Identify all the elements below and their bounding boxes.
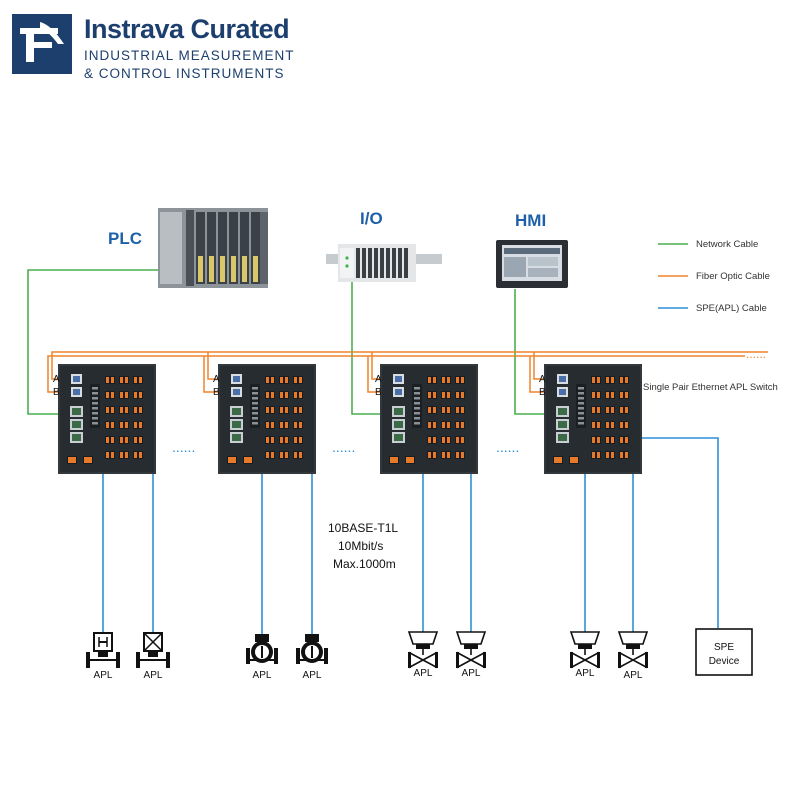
switch-ellipsis-1: ...... xyxy=(172,439,195,455)
switch-label: Single Pair Ethernet APL Switch xyxy=(643,382,778,393)
hmi-label: HMI xyxy=(515,211,546,230)
apl-label: APL xyxy=(414,668,433,679)
apl-field-device: APL xyxy=(246,634,278,681)
apl-label: APL xyxy=(94,670,113,681)
hmi-device xyxy=(496,240,568,288)
apl-field-device: APL xyxy=(296,634,328,681)
apl-label: APL xyxy=(462,668,481,679)
apl-field-device: APL xyxy=(455,631,487,679)
switch-ellipsis-3: ...... xyxy=(496,439,519,455)
spe-device-line-1: SPE xyxy=(714,642,734,653)
spec-line-3: Max.1000m xyxy=(333,557,396,571)
apl-switch: AB xyxy=(213,364,316,474)
io-device xyxy=(326,244,442,282)
spe-device-line-2: Device xyxy=(709,656,740,667)
apl-field-device: APL xyxy=(86,632,120,681)
port-a-label: A xyxy=(53,374,60,385)
apl-field-device: APL xyxy=(569,631,601,679)
plc-device xyxy=(158,208,268,288)
brand-logo: Instrava Curated INDUSTRIAL MEASUREMENT … xyxy=(12,10,312,81)
apl-switch: AB xyxy=(539,364,642,474)
port-b-label: B xyxy=(375,387,382,398)
port-a-label: A xyxy=(213,374,220,385)
port-b-label: B xyxy=(53,387,60,398)
hmi-network-cable xyxy=(514,289,552,415)
apl-label: APL xyxy=(303,670,322,681)
legend-network-label: Network Cable xyxy=(696,239,758,250)
plc-label: PLC xyxy=(108,229,142,248)
apl-label: APL xyxy=(624,670,643,681)
brand-tagline-1: INDUSTRIAL MEASUREMENT xyxy=(84,48,295,63)
apl-switch: AB xyxy=(53,364,156,474)
spe-cables xyxy=(102,437,719,635)
port-a-label: A xyxy=(539,374,546,385)
port-b-label: B xyxy=(539,387,546,398)
legend-spe-label: SPE(APL) Cable xyxy=(696,303,767,314)
spec-line-1: 10BASE-T1L xyxy=(328,521,398,535)
apl-field-device: APL xyxy=(407,631,439,679)
apl-label: APL xyxy=(253,670,272,681)
legend: Network Cable Fiber Optic Cable SPE(APL)… xyxy=(658,239,770,314)
brand-name: Instrava Curated xyxy=(84,14,290,44)
io-label: I/O xyxy=(360,209,383,228)
fiber-continuation: ...... xyxy=(746,347,766,361)
port-b-label: B xyxy=(213,387,220,398)
apl-field-device: APL xyxy=(136,632,170,681)
apl-field-device: APL xyxy=(617,631,649,681)
logo-mark-icon xyxy=(12,14,72,74)
legend-fiber-label: Fiber Optic Cable xyxy=(696,271,770,282)
brand-tagline-2: & CONTROL INSTRUMENTS xyxy=(84,66,285,81)
apl-label: APL xyxy=(144,670,163,681)
spec-line-2: 10Mbit/s xyxy=(338,539,383,553)
field-devices: APL APL APL APL APL APL APL APL xyxy=(86,631,649,681)
spe-device: SPE Device xyxy=(695,628,753,676)
io-network-cable xyxy=(351,278,388,415)
apl-label: APL xyxy=(576,668,595,679)
apl-switch: AB xyxy=(375,364,478,474)
port-a-label: A xyxy=(375,374,382,385)
switch-ellipsis-2: ...... xyxy=(332,439,355,455)
